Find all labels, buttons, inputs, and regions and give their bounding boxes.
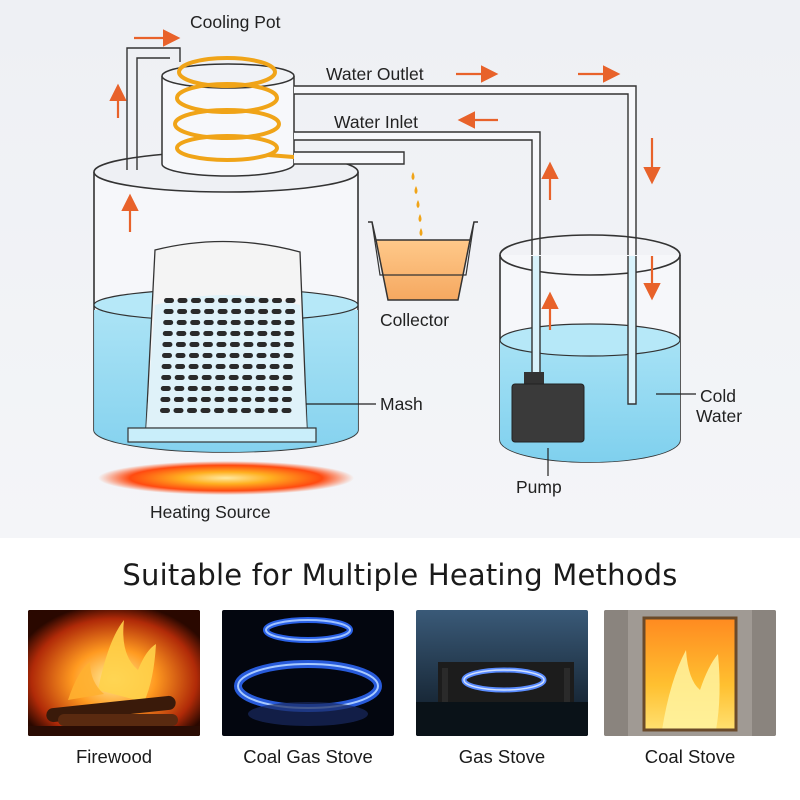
- label-heating-source: Heating Source: [150, 502, 271, 522]
- coal-stove-photo: [604, 610, 776, 736]
- method-card-firewood: Firewood: [28, 610, 200, 768]
- method-label-gas-stove: Gas Stove: [458, 746, 546, 767]
- method-label-coal-gas-stove: Coal Gas Stove: [243, 746, 373, 767]
- method-label-coal-stove: Coal Stove: [644, 746, 736, 767]
- heating-methods-section: Suitable for Multiple Heating Methods: [0, 538, 800, 800]
- method-card-gas-stove: Gas Stove: [416, 610, 588, 768]
- label-water-inlet: Water Inlet: [334, 112, 418, 132]
- firewood-photo: [28, 610, 200, 736]
- collector-bowl: [368, 221, 478, 301]
- distillate-spout: [294, 151, 405, 165]
- method-label-firewood: Firewood: [75, 746, 153, 767]
- flow-arrows: [109, 29, 661, 330]
- label-water: Water: [696, 406, 742, 426]
- coal-gas-stove-photo: [222, 610, 394, 736]
- label-cold: Cold: [700, 386, 736, 406]
- method-card-coal-gas-stove: Coal Gas Stove: [222, 610, 394, 768]
- distillate-drops: [411, 172, 423, 236]
- label-water-outlet: Water Outlet: [326, 64, 424, 84]
- pump: [511, 372, 585, 443]
- gas-stove-photo: [416, 610, 588, 736]
- method-card-coal-stove: Coal Stove: [604, 610, 776, 768]
- distillation-diagram: Cooling Pot Water Outlet Water Inlet Col…: [93, 12, 742, 522]
- leader-lines: [306, 393, 696, 476]
- heating-source-flame: [98, 461, 354, 495]
- label-cooling-pot: Cooling Pot: [190, 12, 281, 32]
- mash-bag: [127, 240, 317, 443]
- distillation-diagram-panel: Cooling Pot Water Outlet Water Inlet Col…: [0, 0, 800, 538]
- label-mash: Mash: [380, 394, 423, 414]
- label-pump: Pump: [516, 477, 562, 497]
- label-collector: Collector: [380, 310, 449, 330]
- heating-methods-title: Suitable for Multiple Heating Methods: [122, 558, 678, 592]
- vapor-pipe: [126, 47, 181, 170]
- mash-holes: [160, 298, 296, 413]
